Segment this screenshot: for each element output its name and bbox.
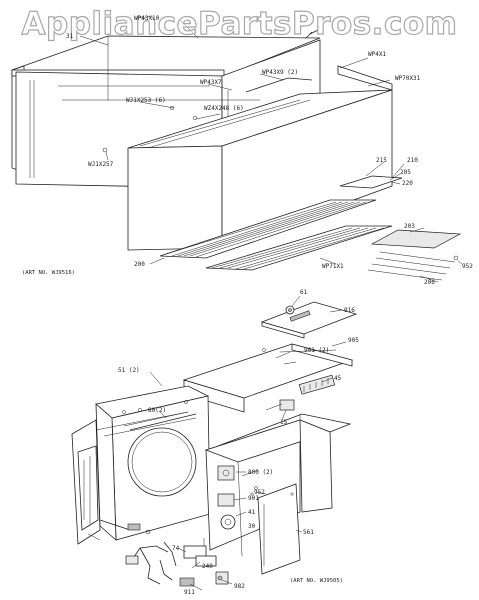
control-bracket (182, 343, 354, 413)
label-51: 51 (2) (118, 367, 140, 374)
label-901-2: 901 (2) (304, 347, 330, 354)
wiring-harness (125, 523, 229, 587)
art-number-top: (ART NO. WJ9516) (22, 270, 75, 276)
label-74: 74 (172, 545, 180, 552)
left-side-panel (71, 419, 131, 545)
label-wp43x9: WP43X9 (2) (262, 69, 299, 76)
label-220: 220 (402, 180, 413, 187)
label-952: 952 (254, 489, 265, 496)
label-203: 203 (404, 223, 415, 230)
label-905: 905 (348, 337, 359, 344)
label-901: 901 (248, 495, 259, 502)
control-box (204, 419, 333, 557)
label-wj1x253: WJ1X253 (6) (126, 97, 166, 104)
blower-housing (95, 385, 211, 541)
label-215: 215 (376, 157, 387, 164)
control-panel-plate (260, 301, 358, 339)
label-wp43x7: WP43X7 (200, 79, 222, 86)
label-206: 206 (424, 279, 435, 286)
watermark-logo: AppliancePartsPros.com (21, 5, 458, 42)
grille-louvers (159, 175, 463, 281)
label-952-top: 952 (462, 263, 473, 270)
label-wj1x257: WJ1X257 (88, 161, 114, 168)
label-200: 200 (134, 261, 145, 268)
label-30: 30 (248, 523, 256, 530)
label-wp43x10: WP43X10 (134, 15, 160, 22)
label-31: 31 (66, 33, 74, 40)
label-41: 41 (248, 509, 256, 516)
label-916: 916 (344, 307, 355, 314)
label-210: 210 (407, 157, 418, 164)
label-205: 205 (400, 169, 411, 176)
small-parts (250, 348, 266, 496)
label-wp4x1: WP4X1 (368, 51, 387, 58)
bottom-leader-lines (149, 295, 347, 591)
label-61: 61 (300, 289, 308, 296)
label-982: 982 (234, 583, 245, 590)
label-240: 240 (202, 563, 213, 570)
label-wz4x248: WZ4X248 (6) (204, 105, 244, 112)
label-80: 80(2) (148, 407, 167, 414)
label-wp70x31: WP70X31 (395, 75, 421, 82)
art-number-bottom: (ART NO. WJ9505) (290, 578, 343, 584)
top-leader-lines (79, 19, 439, 283)
label-15: 15 (280, 419, 288, 426)
label-561: 561 (303, 529, 314, 536)
front-panel (127, 65, 393, 251)
label-911: 911 (184, 589, 195, 596)
label-45: 45 (334, 375, 342, 382)
label-800: 800 (2) (248, 469, 274, 476)
access-cover (257, 483, 301, 575)
label-wp71x1: WP71X1 (322, 263, 344, 270)
